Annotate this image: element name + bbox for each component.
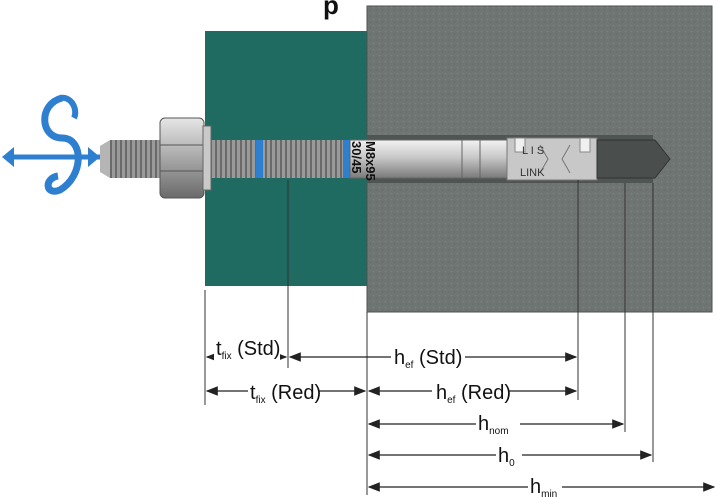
title-fragment: p xyxy=(323,0,339,20)
washer xyxy=(202,125,212,191)
bolt-marking-top: M8x95 xyxy=(363,141,378,181)
rotation-arrow-icon xyxy=(2,94,100,195)
svg-text:hmin: hmin xyxy=(530,476,557,497)
svg-text:hef (Std): hef (Std) xyxy=(394,347,462,371)
sleeve-label-bottom: LINK xyxy=(520,167,545,179)
svg-text:h0: h0 xyxy=(498,445,515,469)
svg-text:hnom: hnom xyxy=(478,413,509,437)
sleeve-label-top: L I S xyxy=(522,145,544,157)
dim-label-hmin: hmin xyxy=(528,474,562,497)
thread-inner xyxy=(211,140,345,178)
rod-tip xyxy=(100,140,110,178)
cone-end xyxy=(596,139,671,179)
blue-ring-2 xyxy=(343,140,350,178)
svg-text:tfix (Std): tfix (Std) xyxy=(216,338,280,362)
hex-nut xyxy=(159,117,205,199)
dim-label-tfix-red: tfix (Red) xyxy=(248,379,321,406)
dim-label-hnom: hnom xyxy=(476,410,520,437)
dim-label-h0: h0 xyxy=(496,442,522,469)
bolt-shank xyxy=(349,139,511,179)
dimension-lines xyxy=(205,352,716,492)
svg-text:tfix (Red): tfix (Red) xyxy=(250,382,321,406)
dim-label-hef-std: hef (Std) xyxy=(391,344,465,371)
bolt-marking-bottom: 30/45 xyxy=(349,141,364,174)
blue-ring-1 xyxy=(256,140,263,178)
svg-text:hef (Red): hef (Red) xyxy=(436,382,511,406)
extension-lines xyxy=(204,180,654,495)
dim-label-tfix-std: tfix (Std) xyxy=(214,336,280,362)
dim-label-hef-red: hef (Red) xyxy=(432,379,511,406)
